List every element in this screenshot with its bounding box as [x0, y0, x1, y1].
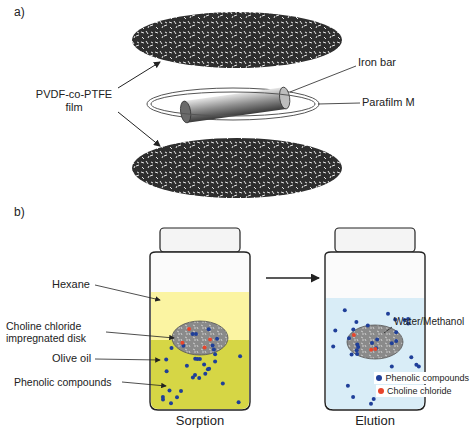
molecule-dot	[168, 389, 172, 393]
legend-text: Choline chloride	[387, 386, 452, 396]
film-disk	[132, 12, 342, 68]
molecule-dot	[175, 395, 179, 399]
molecule-dot	[164, 357, 168, 361]
molecule-dot	[211, 344, 215, 348]
molecule-dot	[195, 357, 199, 361]
molecule-dot	[394, 339, 398, 343]
molecule-dot	[355, 343, 359, 347]
molecule-dot	[213, 360, 217, 364]
part-label: Phenolic compounds	[14, 376, 122, 388]
parafilm-ring	[151, 92, 315, 116]
molecule-dot	[409, 355, 413, 359]
molecule-dot	[346, 384, 350, 388]
molecule-dot	[366, 323, 370, 327]
molecule-dot	[373, 347, 377, 351]
molecule-dot	[207, 327, 211, 331]
molecule-dot	[331, 344, 335, 348]
panel-letter: a)	[14, 6, 25, 20]
part-label: Choline chloride impregnated disk	[6, 320, 106, 344]
molecule-dot	[221, 382, 225, 386]
molecule-dot	[370, 341, 374, 345]
molecule-dot	[369, 348, 373, 352]
leader-line	[118, 62, 160, 88]
molecule-dot	[194, 332, 198, 336]
molecule-dot	[179, 389, 183, 393]
step-caption: Sorption	[148, 413, 252, 428]
molecule-dot	[351, 395, 355, 399]
film-disk	[132, 138, 342, 198]
molecule-dot	[352, 333, 356, 337]
molecule-dot	[351, 327, 355, 331]
molecule-dot	[375, 338, 379, 342]
panel-letter: b)	[14, 206, 25, 220]
vial: Elution	[323, 226, 427, 428]
part-label: Water/Methanol	[394, 316, 464, 328]
molecule-dot	[202, 363, 206, 367]
molecule-dot	[203, 346, 207, 350]
leader-line	[106, 332, 174, 338]
vial	[150, 228, 250, 410]
molecule-dot	[191, 376, 195, 380]
molecule-dot	[170, 346, 174, 350]
molecule-dot	[215, 337, 219, 341]
molecule-dot	[414, 363, 418, 367]
molecule-dot	[207, 367, 211, 371]
leader-line	[118, 112, 160, 146]
molecule-dot	[347, 336, 351, 340]
molecule-dot	[390, 341, 394, 345]
molecule-dot	[333, 328, 337, 332]
process-arrow	[266, 277, 319, 279]
part-label: Hexane	[52, 278, 90, 291]
leader-line	[290, 66, 356, 92]
molecule-dot	[212, 348, 216, 352]
molecule-dot	[187, 327, 191, 331]
molecule-dot	[372, 397, 376, 401]
part-label: Parafilm M	[362, 96, 415, 109]
molecule-dot	[161, 398, 165, 402]
legend-row: Choline chloride	[376, 385, 454, 397]
part-label: Olive oil	[52, 352, 91, 365]
molecule-dot	[203, 372, 207, 376]
molecule-dot	[197, 376, 201, 380]
legend-swatch	[378, 388, 384, 394]
part-label: Iron bar	[358, 56, 396, 69]
molecule-dot	[238, 354, 242, 358]
molecule-dot	[165, 369, 169, 373]
molecule-dot	[169, 401, 173, 405]
molecule-dot	[374, 346, 378, 350]
vial: Sorption	[148, 226, 252, 428]
leader-line	[318, 103, 360, 104]
molecule-dot	[354, 320, 358, 324]
molecule-dot	[237, 400, 241, 404]
leader-line	[95, 359, 160, 360]
molecule-dot	[185, 364, 189, 368]
molecule-dot	[369, 402, 373, 406]
molecule-dot	[213, 352, 217, 356]
part-label: PVDF-co-PTFE film	[30, 88, 118, 113]
molecule-dot	[343, 308, 347, 312]
molecule-dot	[191, 332, 195, 336]
molecule-dot	[180, 341, 184, 345]
leader-line	[122, 382, 166, 386]
leader-line	[95, 285, 160, 300]
molecule-dot	[394, 330, 398, 334]
molecule-dot	[208, 338, 212, 342]
molecule-dot	[350, 353, 354, 357]
legend-row: Phenolic compounds	[374, 372, 471, 384]
molecule-dot	[386, 312, 390, 316]
legend-swatch	[376, 375, 382, 381]
leader-line	[384, 327, 392, 333]
step-caption: Elution	[323, 413, 427, 428]
molecule-dot	[355, 352, 359, 356]
molecule-dot	[390, 365, 394, 369]
legend-text: Phenolic compounds	[385, 373, 469, 383]
